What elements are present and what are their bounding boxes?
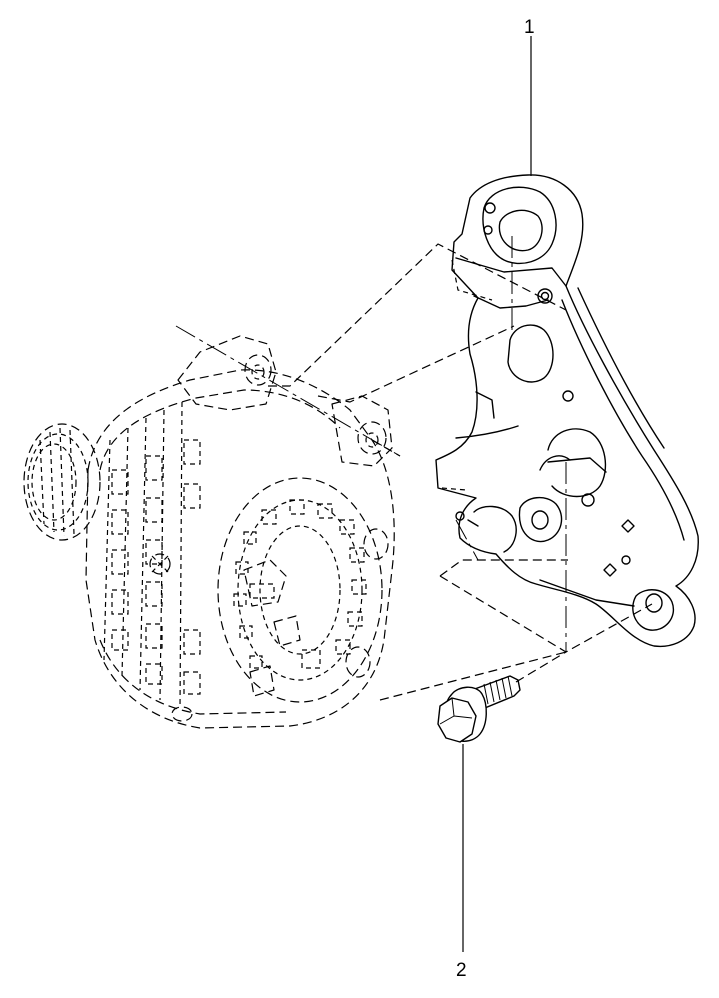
alternator-pulley bbox=[23, 423, 101, 541]
alternator-assembly bbox=[23, 325, 401, 729]
assembly-lines bbox=[268, 236, 653, 701]
mounting-bracket bbox=[435, 174, 699, 648]
callout-label-1: 1 bbox=[524, 17, 535, 38]
alternator-rear-cover bbox=[149, 477, 383, 703]
alternator-housing bbox=[85, 335, 395, 729]
callout-label-2: 2 bbox=[456, 960, 467, 981]
flange-bolt bbox=[437, 675, 521, 743]
callout-2: 2 bbox=[456, 744, 467, 981]
alternator-axis bbox=[175, 325, 401, 457]
callout-1: 1 bbox=[524, 17, 535, 176]
